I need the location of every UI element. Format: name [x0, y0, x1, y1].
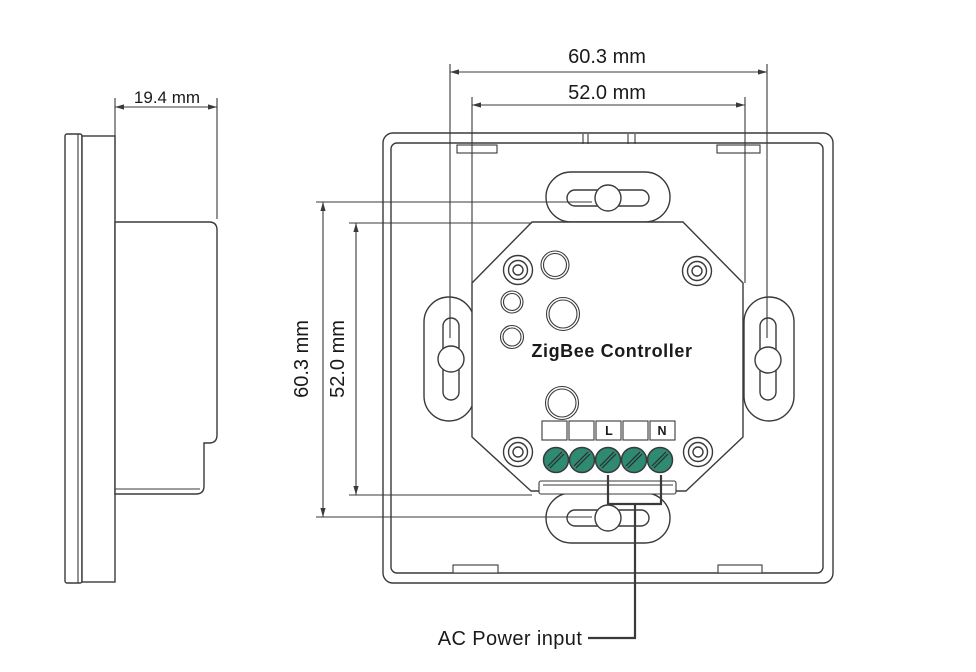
keyhole-circle [594, 184, 622, 212]
dimension-height-inner: 52.0 mm [327, 222, 532, 496]
arrowhead [320, 508, 326, 517]
button-circle [545, 296, 581, 332]
clip-tab-top-right [716, 144, 761, 154]
terminal-block: L N [541, 420, 676, 441]
side-back-box [114, 221, 218, 495]
product-title: ZigBee Controller [531, 341, 692, 361]
width-inner-label: 52.0 mm [568, 82, 646, 104]
arrowhead [320, 202, 326, 211]
module-screw-bottom-right [682, 436, 714, 468]
width-mount-label: 60.3 mm [568, 46, 646, 68]
clip-tab-top-left [456, 144, 498, 154]
arrowhead [472, 102, 481, 108]
button-circle [544, 385, 580, 421]
depth-dimension-label: 19.4 mm [134, 88, 200, 107]
terminal-cell [649, 420, 676, 441]
terminal-screw-icon [594, 446, 622, 474]
module-screw-bottom-left [502, 436, 534, 468]
button-circle-inner [548, 299, 578, 329]
height-inner-label: 52.0 mm [327, 320, 349, 398]
button-circle-inner [502, 292, 522, 312]
module-screw-top-left [502, 254, 534, 286]
dimension-height-mount: 60.3 mm [291, 201, 592, 518]
clip-tab-bottom-left [452, 564, 499, 574]
side-glass-panel [64, 133, 83, 584]
button-circle [499, 324, 525, 350]
keyhole-slot-top [545, 171, 671, 228]
height-mount-label: 60.3 mm [291, 320, 313, 398]
arrowhead [353, 486, 359, 495]
side-view: 19.4 mm [64, 88, 218, 584]
terminal-cell [541, 420, 568, 441]
keyhole-circle [437, 345, 465, 373]
dimension-width-mount: 60.3 mm [449, 46, 768, 338]
terminal-screw-icon [542, 446, 570, 474]
terminal-screws [542, 446, 674, 474]
arrowhead [758, 69, 767, 75]
terminal-screw-icon [620, 446, 648, 474]
keyhole-slot-left [423, 296, 482, 422]
button-circle-inner [542, 252, 568, 278]
terminal-cell [595, 420, 622, 441]
module-screw-top-right [681, 255, 713, 287]
ac-power-label: AC Power input [438, 628, 583, 650]
button-circle [500, 290, 524, 314]
terminal-screw-icon [568, 446, 596, 474]
keyhole-circle [754, 346, 782, 374]
terminal-screw-icon [646, 446, 674, 474]
keyhole-circle [594, 504, 622, 532]
button-circle-inner [502, 327, 522, 347]
side-frame-layer [81, 135, 116, 583]
arrowhead [736, 102, 745, 108]
terminal-label-neutral: N [657, 424, 666, 438]
dimension-depth: 19.4 mm [114, 88, 218, 219]
back-view: ZigBee Controller L N [291, 46, 834, 650]
arrowhead [353, 223, 359, 232]
drawing-root: 19.4 mm [64, 46, 834, 650]
module-buttons [499, 250, 581, 421]
arrowhead [115, 104, 124, 110]
panel-inner-frame [390, 142, 824, 574]
terminal-label-live: L [605, 424, 613, 438]
top-center-notch [582, 134, 636, 144]
terminal-cell [568, 420, 595, 441]
arrowhead [208, 104, 217, 110]
arrowhead [450, 69, 459, 75]
button-circle [540, 250, 570, 280]
screw-slots [547, 451, 669, 469]
ac-power-leader [588, 475, 663, 640]
keyhole-slot-right [735, 296, 795, 422]
button-circle-inner [547, 388, 577, 418]
clip-tab-bottom-right [717, 564, 763, 574]
dimension-width-inner: 52.0 mm [471, 82, 746, 283]
terminal-cell [622, 420, 649, 441]
